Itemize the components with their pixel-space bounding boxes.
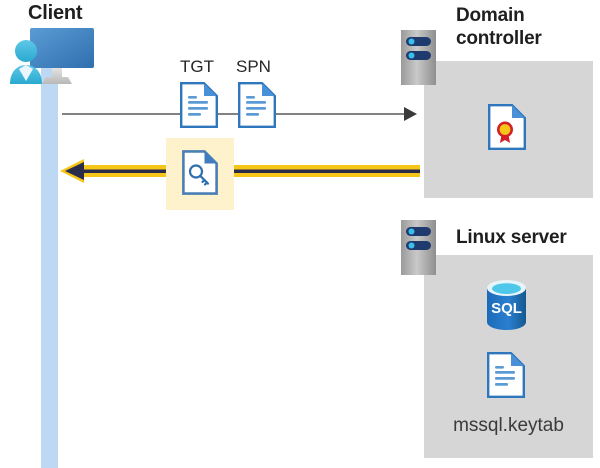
linux-server-icon bbox=[401, 220, 436, 275]
user-workstation-icon bbox=[8, 26, 100, 88]
tgt-document-icon bbox=[180, 82, 218, 128]
keytab-file-label: mssql.keytab bbox=[453, 415, 564, 436]
client-lifeline bbox=[41, 60, 58, 468]
response-arrow bbox=[60, 158, 420, 184]
certificate-document-icon bbox=[488, 104, 526, 150]
client-title: Client bbox=[28, 2, 83, 24]
domain-controller-title-line1: Domain bbox=[456, 5, 525, 26]
domain-controller-title: Domain controller bbox=[456, 4, 596, 50]
domain-controller-server-icon bbox=[401, 30, 436, 85]
spn-label: SPN bbox=[236, 57, 271, 76]
keytab-document-icon bbox=[487, 352, 525, 398]
tgt-label: TGT bbox=[180, 57, 214, 76]
linux-server-title: Linux server bbox=[456, 227, 567, 248]
key-document-icon bbox=[182, 150, 218, 195]
sql-database-icon: SQL bbox=[483, 279, 530, 331]
spn-document-icon bbox=[238, 82, 276, 128]
svg-text:SQL: SQL bbox=[491, 300, 522, 317]
domain-controller-title-line2: controller bbox=[456, 28, 542, 49]
request-arrow bbox=[62, 104, 417, 124]
